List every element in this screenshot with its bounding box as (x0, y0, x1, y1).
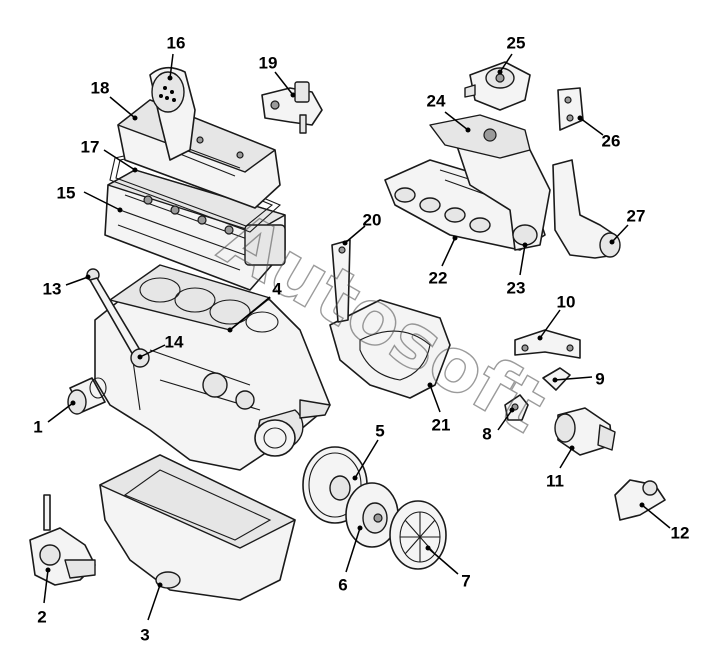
leader-dot-8 (509, 407, 515, 413)
leader-dot-14 (137, 354, 143, 360)
leader-dot-26 (577, 115, 583, 121)
part-label-5: 5 (375, 421, 384, 440)
leader-dot-20 (342, 240, 348, 246)
leader-line-1 (47, 402, 74, 423)
part-label-16: 16 (167, 33, 186, 52)
part-label-9: 9 (595, 369, 604, 388)
part-label-12: 12 (671, 523, 690, 542)
leader-dot-22 (452, 235, 458, 241)
leader-dot-1 (70, 400, 76, 406)
carburetor-base-gasket (429, 114, 531, 159)
engine-rear-plate (329, 299, 451, 399)
part-label-15: 15 (57, 183, 76, 202)
part-label-22: 22 (429, 268, 448, 287)
leader-dot-9 (552, 377, 558, 383)
leader-line-24 (444, 111, 469, 131)
part-label-10: 10 (557, 292, 576, 311)
part-label-18: 18 (91, 78, 110, 97)
part-label-24: 24 (427, 91, 446, 110)
leader-dot-18 (132, 115, 138, 121)
leader-line-11 (559, 447, 573, 469)
part-label-2: 2 (37, 607, 46, 626)
leader-dot-4 (227, 327, 233, 333)
leader-line-23 (519, 244, 526, 276)
leader-line-14 (139, 344, 166, 358)
cylinder-block (94, 264, 331, 471)
part-label-20: 20 (363, 210, 382, 229)
leader-dot-2 (45, 567, 51, 573)
leader-dot-16 (167, 75, 173, 81)
part-label-26: 26 (602, 131, 621, 150)
leader-dot-21 (427, 382, 433, 388)
part-label-6: 6 (338, 575, 347, 594)
leader-dot-25 (497, 69, 503, 75)
engine-mount (614, 479, 666, 521)
leader-dot-17 (132, 167, 138, 173)
valve-cover (117, 99, 281, 209)
cylinder-head (104, 169, 286, 291)
leader-dot-13 (85, 274, 91, 280)
leader-line-20 (344, 225, 366, 244)
leader-line-5 (354, 439, 379, 479)
part-label-14: 14 (165, 332, 184, 351)
leader-line-9 (554, 376, 593, 381)
part-label-11: 11 (546, 471, 564, 490)
part-label-3: 3 (140, 625, 149, 644)
leader-line-6 (345, 527, 361, 573)
leader-dot-11 (569, 445, 575, 451)
leader-line-12 (641, 504, 671, 529)
oil-pump (29, 494, 96, 586)
leader-dot-24 (465, 127, 471, 133)
leader-line-17 (103, 149, 136, 171)
leader-line-10 (539, 309, 561, 339)
part-label-19: 19 (259, 53, 278, 72)
part-label-1: 1 (33, 417, 42, 436)
leader-line-19 (274, 71, 294, 96)
leader-dot-15 (117, 207, 123, 213)
leader-line-25 (499, 53, 513, 73)
throttle-bracket (557, 87, 584, 131)
leader-line-4 (229, 296, 271, 331)
leader-dot-7 (425, 545, 431, 551)
oil-filter (67, 377, 107, 415)
leader-line-21 (429, 384, 441, 413)
oil-pan (99, 454, 296, 601)
part-label-27: 27 (627, 206, 646, 225)
leader-line-15 (83, 191, 121, 211)
leader-line-22 (441, 237, 456, 267)
starter-motor (554, 407, 616, 456)
leader-line-7 (427, 547, 459, 575)
part-label-23: 23 (507, 278, 526, 297)
part-label-4: 4 (272, 279, 282, 298)
part-label-8: 8 (482, 424, 491, 443)
alternator-bracket (514, 329, 581, 359)
leader-line-27 (611, 224, 629, 243)
leader-line-16 (169, 53, 174, 79)
leader-line-3 (147, 584, 161, 621)
leader-dot-27 (609, 239, 615, 245)
part-label-13: 13 (43, 279, 62, 298)
leader-dot-12 (639, 502, 645, 508)
air-intake-elbow (149, 66, 196, 161)
leader-dot-5 (352, 475, 358, 481)
carburetor (464, 61, 531, 111)
leader-dot-19 (290, 92, 296, 98)
leader-line-2 (43, 569, 49, 604)
leader-dot-6 (357, 525, 363, 531)
leader-line-18 (109, 96, 136, 119)
part-label-17: 17 (81, 137, 100, 156)
part-label-7: 7 (461, 571, 470, 590)
leader-dot-23 (522, 242, 528, 248)
leader-dot-10 (537, 335, 543, 341)
sensor-bracket (261, 81, 323, 134)
clutch-pressure-plate (389, 500, 447, 570)
part-label-25: 25 (507, 33, 526, 52)
leader-line-8 (497, 409, 513, 431)
leader-line-13 (65, 276, 89, 286)
leader-dot-3 (157, 582, 163, 588)
leader-line-26 (579, 117, 604, 136)
part-label-21: 21 (432, 415, 451, 434)
